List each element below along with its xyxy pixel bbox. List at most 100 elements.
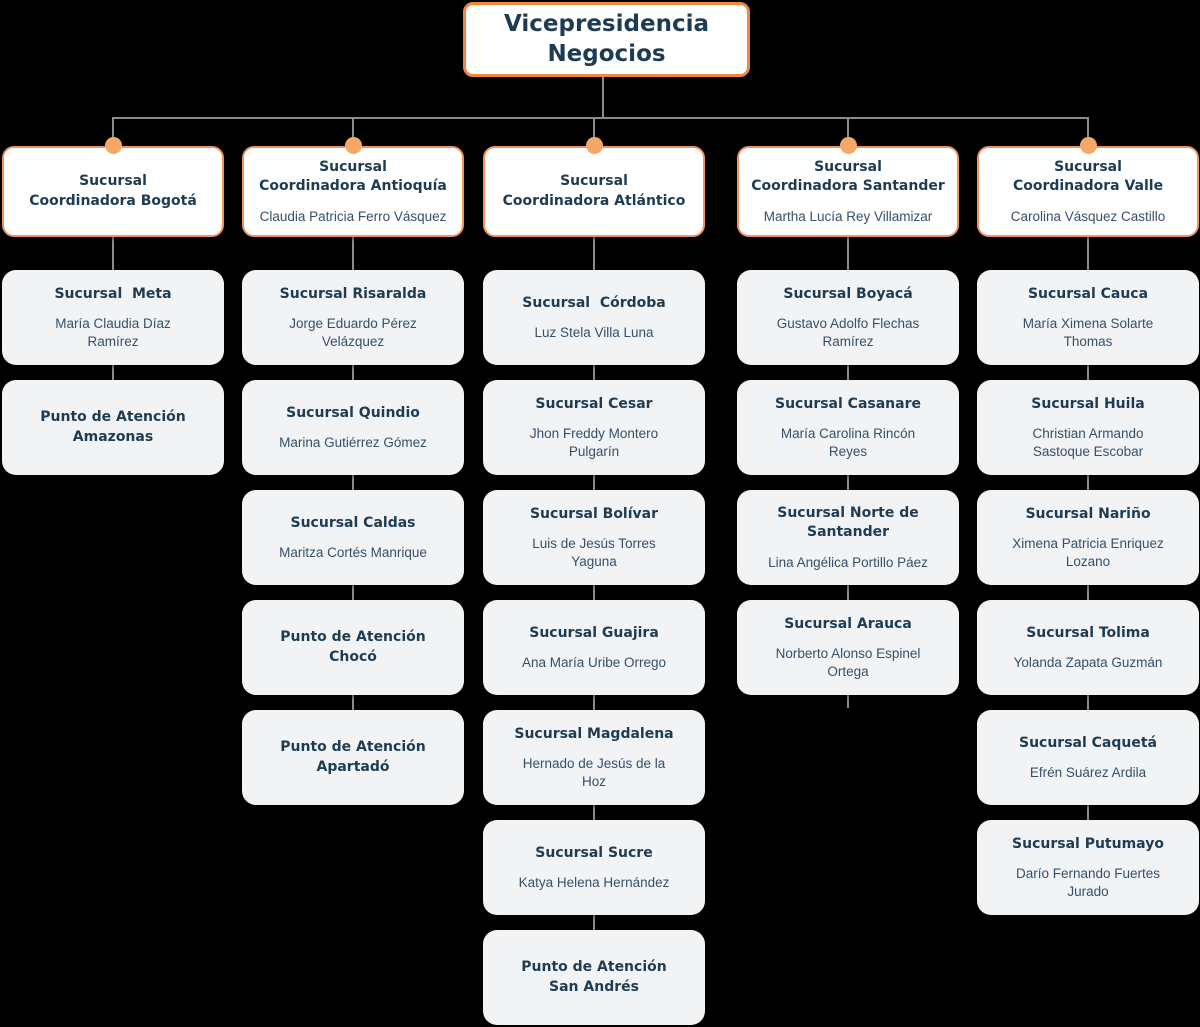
- node-title: Vicepresidencia Negocios: [504, 10, 709, 67]
- node-title: Sucursal Arauca: [784, 615, 912, 632]
- connector-line: [1087, 585, 1089, 600]
- node-title: Punto de Atención Apartadó: [280, 739, 426, 775]
- connector-line: [112, 237, 114, 270]
- node-title: Sucursal Coordinadora Bogotá: [29, 173, 197, 209]
- node-title: Sucursal Coordinadora Valle: [1012, 158, 1164, 195]
- connector-line: [1087, 475, 1089, 490]
- node-person: Jorge Eduardo Pérez Velázquez: [289, 316, 417, 349]
- connector-line: [352, 118, 354, 146]
- node-punto-atencion-amazonas: Punto de Atención Amazonas: [2, 380, 224, 475]
- connector-line: [593, 695, 595, 710]
- connector-line: [593, 585, 595, 600]
- node-person: María Claudia Díaz Ramírez: [55, 316, 171, 349]
- connector-line: [593, 237, 595, 270]
- connector-dot: [105, 137, 122, 154]
- node-punto-atencion-san-andres: Punto de Atención San Andrés: [483, 930, 705, 1025]
- connector-line: [1087, 237, 1089, 270]
- node-title: Sucursal Córdoba: [522, 294, 666, 311]
- connector-line: [593, 805, 595, 820]
- node-vicepresidencia-negocios: Vicepresidencia Negocios: [463, 2, 750, 77]
- node-sucursal-coordinadora-atlantico: Sucursal Coordinadora Atlántico: [483, 146, 705, 237]
- node-title: Punto de Atención San Andrés: [521, 959, 667, 995]
- connector-line: [1087, 805, 1089, 820]
- connector-line: [352, 585, 354, 600]
- node-person: Yolanda Zapata Guzmán: [1013, 654, 1163, 670]
- node-sucursal-caqueta: Sucursal Caquetá Efrén Suárez Ardila: [977, 710, 1199, 805]
- node-title: Sucursal Coordinadora Antioquía: [259, 158, 447, 195]
- connector-line: [593, 475, 595, 490]
- node-sucursal-caldas: Sucursal Caldas Maritza Cortés Manrique: [242, 490, 464, 585]
- connector-line: [1087, 365, 1089, 380]
- connector-line: [352, 237, 354, 270]
- node-sucursal-arauca: Sucursal Arauca Norberto Alonso Espinel …: [737, 600, 959, 695]
- connector-line: [112, 118, 114, 146]
- connector-line: [847, 118, 849, 146]
- node-person: Ximena Patricia Enriquez Lozano: [1012, 536, 1164, 569]
- node-person: Jhon Freddy Montero Pulgarín: [529, 426, 659, 459]
- node-title: Sucursal Norte de Santander: [777, 504, 919, 541]
- node-title: Sucursal Cesar: [535, 395, 653, 412]
- node-title: Sucursal Boyacá: [783, 285, 913, 302]
- connector-line: [112, 365, 114, 380]
- node-sucursal-norte-de-santander: Sucursal Norte de Santander Lina Angélic…: [737, 490, 959, 585]
- node-sucursal-risaralda: Sucursal Risaralda Jorge Eduardo Pérez V…: [242, 270, 464, 365]
- connector-line: [847, 365, 849, 380]
- node-sucursal-coordinadora-antioquia: Sucursal Coordinadora Antioquía Claudia …: [242, 146, 464, 237]
- node-person: Luz Stela Villa Luna: [534, 324, 654, 340]
- node-title: Sucursal Tolima: [1026, 624, 1150, 641]
- connector-dot: [345, 137, 362, 154]
- node-person: Lina Angélica Portillo Páez: [768, 554, 928, 570]
- node-person: Christian Armando Sastoque Escobar: [1032, 426, 1144, 459]
- node-sucursal-cordoba: Sucursal Córdoba Luz Stela Villa Luna: [483, 270, 705, 365]
- connector-dot: [840, 137, 857, 154]
- node-title: Sucursal Guajira: [529, 624, 659, 641]
- node-title: Sucursal Risaralda: [279, 285, 427, 302]
- node-person: María Carolina Rincón Reyes: [780, 426, 916, 459]
- connector-line: [847, 475, 849, 490]
- node-sucursal-cesar: Sucursal Cesar Jhon Freddy Montero Pulga…: [483, 380, 705, 475]
- node-sucursal-cauca: Sucursal Cauca María Ximena Solarte Thom…: [977, 270, 1199, 365]
- node-person: María Ximena Solarte Thomas: [1022, 316, 1154, 349]
- node-person: Norberto Alonso Espinel Ortega: [775, 646, 921, 679]
- node-title: Punto de Atención Chocó: [280, 629, 426, 665]
- node-sucursal-narino: Sucursal Nariño Ximena Patricia Enriquez…: [977, 490, 1199, 585]
- node-title: Sucursal Huila: [1031, 395, 1145, 412]
- node-sucursal-casanare: Sucursal Casanare María Carolina Rincón …: [737, 380, 959, 475]
- node-sucursal-meta: Sucursal Meta María Claudia Díaz Ramírez: [2, 270, 224, 365]
- node-title: Sucursal Caldas: [290, 514, 416, 531]
- node-sucursal-coordinadora-bogota: Sucursal Coordinadora Bogotá: [2, 146, 224, 237]
- node-title: Sucursal Bolívar: [529, 505, 659, 522]
- node-person: Gustavo Adolfo Flechas Ramírez: [776, 316, 920, 349]
- node-sucursal-magdalena: Sucursal Magdalena Hernado de Jesús de l…: [483, 710, 705, 805]
- node-title: Sucursal Meta: [54, 285, 172, 302]
- node-punto-atencion-apartado: Punto de Atención Apartadó: [242, 710, 464, 805]
- connector-dot: [586, 137, 603, 154]
- connector-line: [593, 365, 595, 380]
- node-sucursal-bolivar: Sucursal Bolívar Luis de Jesús Torres Ya…: [483, 490, 705, 585]
- node-sucursal-putumayo: Sucursal Putumayo Darío Fernando Fuertes…: [977, 820, 1199, 915]
- node-person: Ana María Uribe Orrego: [521, 654, 667, 670]
- connector-line: [1087, 695, 1089, 710]
- node-sucursal-coordinadora-santander: Sucursal Coordinadora Santander Martha L…: [737, 146, 959, 237]
- connector-line: [352, 365, 354, 380]
- node-sucursal-boyaca: Sucursal Boyacá Gustavo Adolfo Flechas R…: [737, 270, 959, 365]
- node-title: Sucursal Casanare: [775, 395, 921, 412]
- node-sucursal-huila: Sucursal Huila Christian Armando Sastoqu…: [977, 380, 1199, 475]
- node-sucursal-tolima: Sucursal Tolima Yolanda Zapata Guzmán: [977, 600, 1199, 695]
- node-sucursal-coordinadora-valle: Sucursal Coordinadora Valle Carolina Vás…: [977, 146, 1199, 237]
- node-person: Carolina Vásquez Castillo: [1010, 208, 1166, 224]
- connector-line: [1087, 118, 1089, 146]
- node-title: Sucursal Sucre: [535, 844, 653, 861]
- connector-line: [352, 475, 354, 490]
- node-title: Sucursal Coordinadora Atlántico: [502, 173, 686, 209]
- node-sucursal-quindio: Sucursal Quindio Marina Gutiérrez Gómez: [242, 380, 464, 475]
- node-person: Darío Fernando Fuertes Jurado: [1015, 866, 1161, 899]
- node-punto-atencion-choco: Punto de Atención Chocó: [242, 600, 464, 695]
- connector-line: [602, 71, 604, 118]
- node-title: Sucursal Magdalena: [514, 725, 674, 742]
- connector-line: [847, 237, 849, 270]
- node-person: Luis de Jesús Torres Yaguna: [532, 536, 656, 569]
- node-person: Efrén Suárez Ardila: [1029, 764, 1147, 780]
- connector-line: [593, 915, 595, 930]
